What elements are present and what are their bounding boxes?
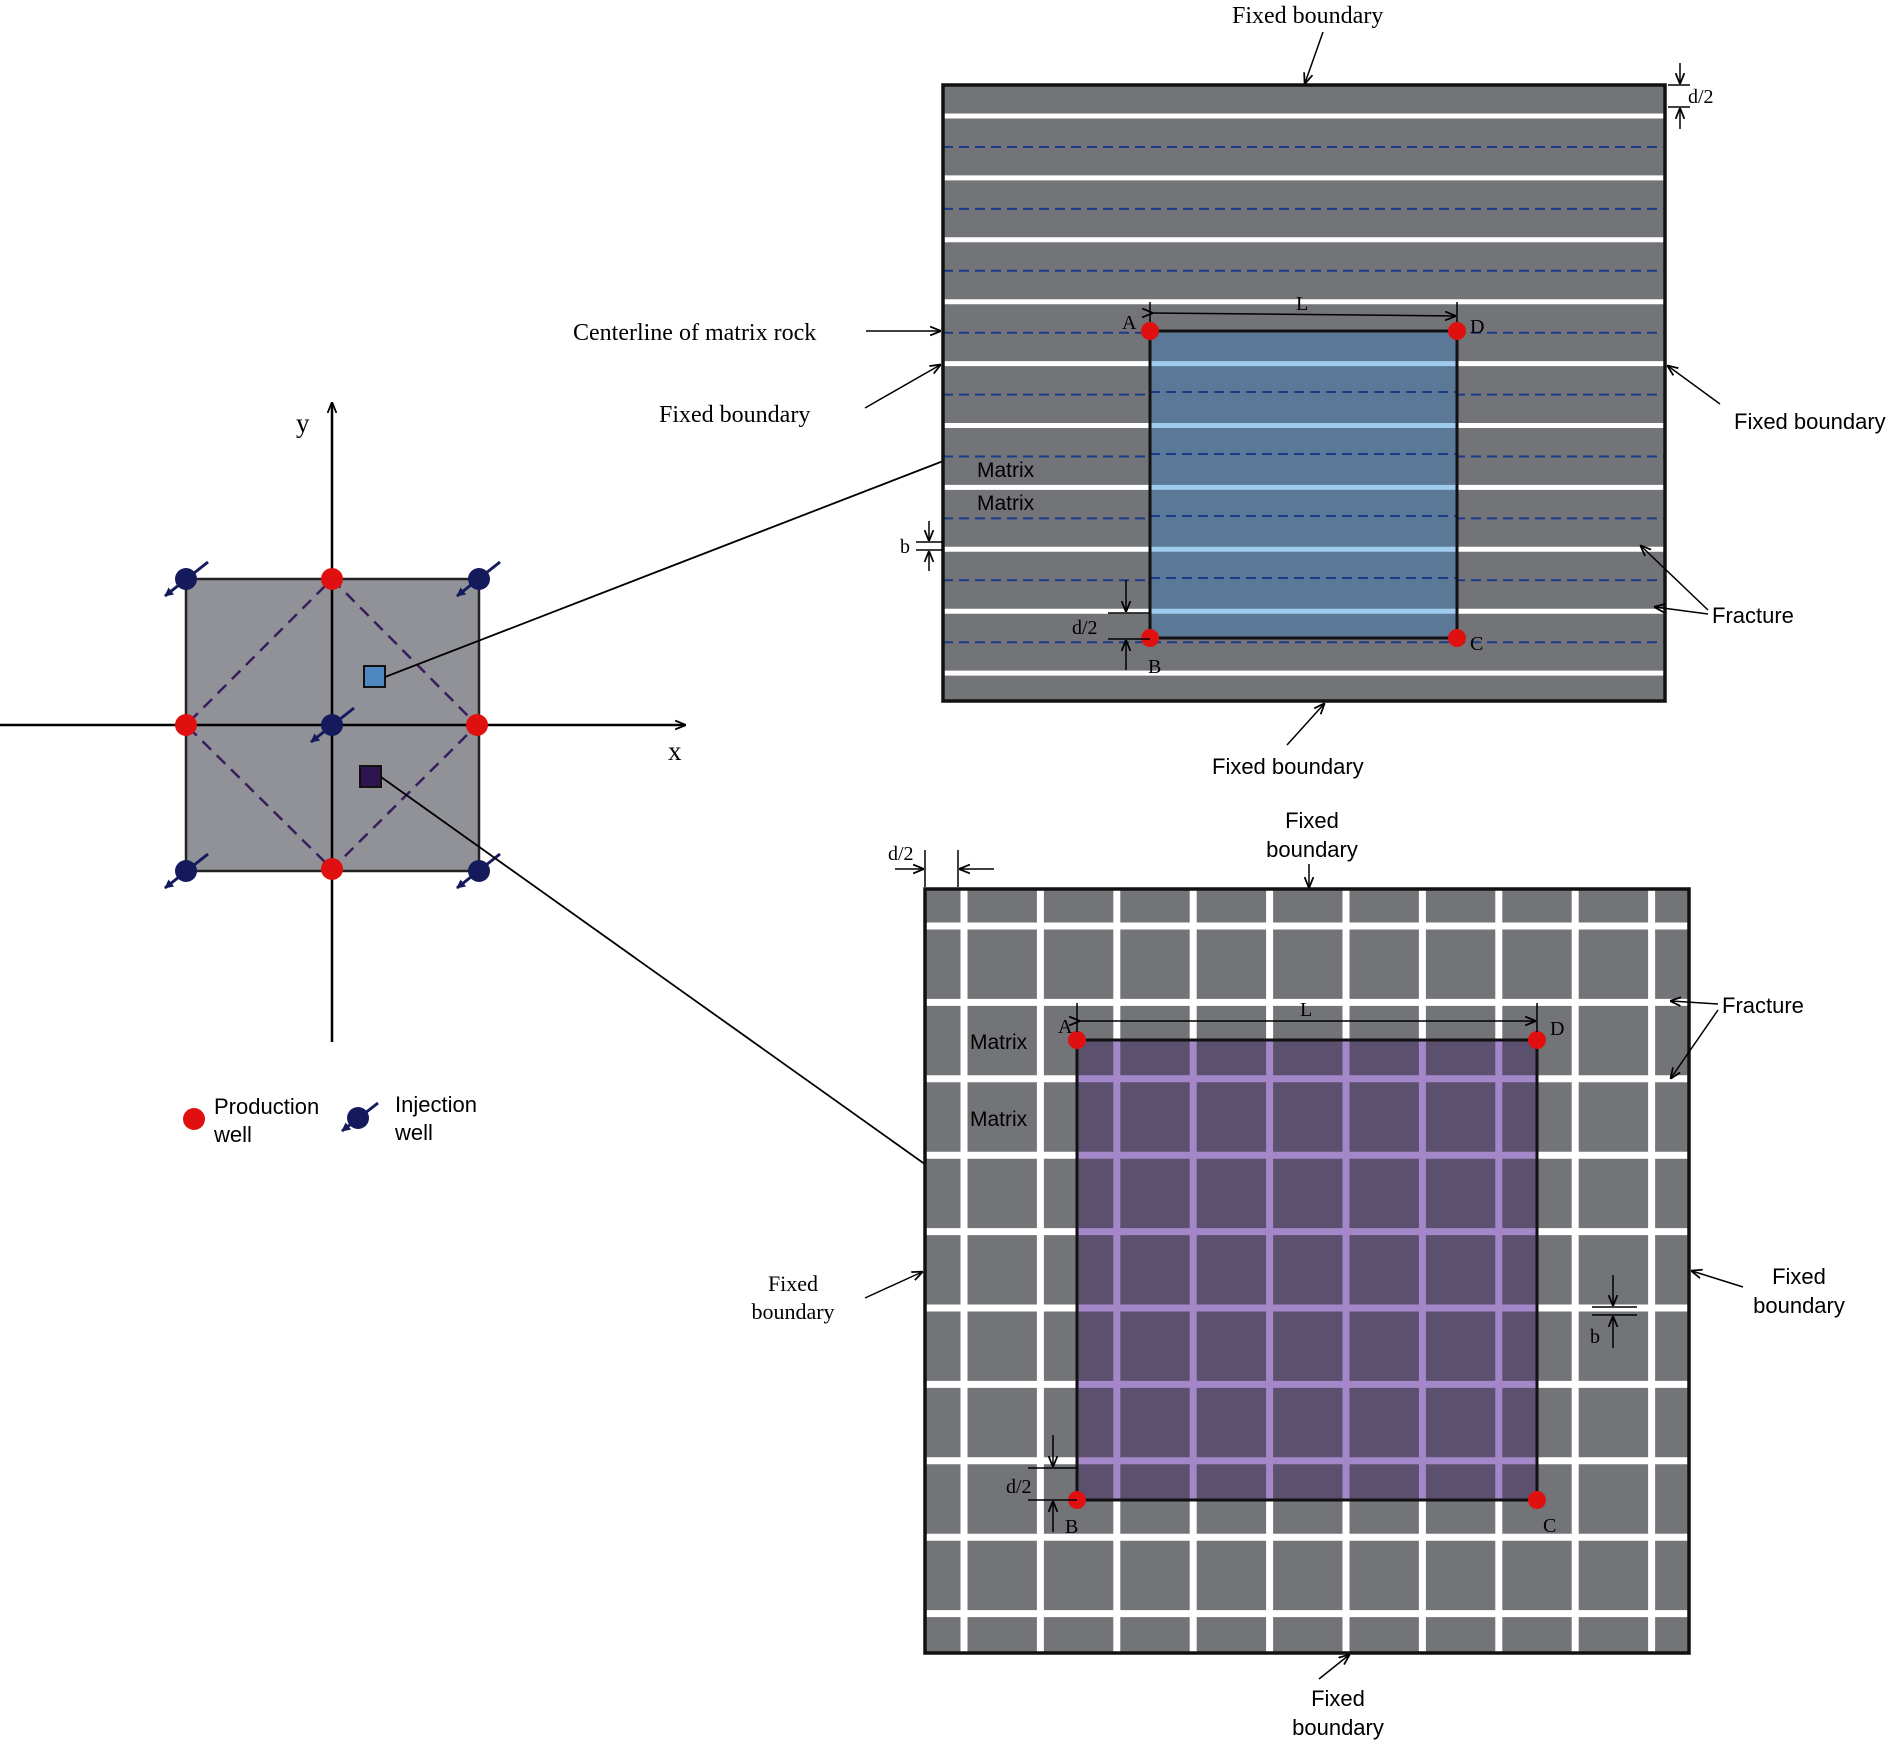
element-marker-orthogonal (359, 765, 382, 788)
injection-well-icon (456, 852, 501, 890)
fixed-boundary-left-arrow (864, 1272, 922, 1299)
fixed-boundary-left-label: Fixed (768, 1271, 818, 1296)
corner-label-b: B (1148, 656, 1161, 678)
fixed-boundary-right-label: boundary (1753, 1293, 1845, 1318)
matrix-label: Matrix (970, 1108, 1028, 1131)
dim-label-d2-top: d/2 (888, 843, 914, 865)
fixed-boundary-left-label: boundary (751, 1299, 834, 1324)
corner-label-a: A (1122, 312, 1137, 334)
production-well-icon (321, 858, 343, 880)
fixed-boundary-bottom-label: Fixed boundary (1212, 754, 1364, 779)
length-dimension-line (1152, 313, 1455, 316)
injection-well-icon (164, 852, 209, 890)
fixed-boundary-bottom-label: Fixed (1311, 1686, 1365, 1711)
fixed-boundary-right-label: Fixed (1772, 1264, 1826, 1289)
injection-well-icon (347, 1107, 369, 1129)
fixed-boundary-left-label: Fixed boundary (659, 402, 810, 428)
legend-production-line2: well (213, 1122, 252, 1147)
corner-point-d (1528, 1031, 1546, 1049)
parallel-fracture-panel: A D B C L d/2 d/2 b Fixed boundary Cente… (573, 3, 1886, 779)
production-well-icon (183, 1108, 205, 1130)
unit-cell-fracture-grid (1077, 1040, 1537, 1500)
production-well-icon (321, 568, 343, 590)
fixed-boundary-left-arrow (864, 365, 940, 409)
fixed-boundary-right-label: Fixed boundary (1734, 409, 1886, 434)
x-axis-label: x (668, 736, 682, 766)
y-axis-label: y (296, 408, 310, 438)
corner-label-d: D (1550, 1018, 1564, 1040)
fixed-boundary-bottom-arrow (1286, 704, 1324, 746)
corner-point-d (1448, 322, 1466, 340)
production-well-icon (466, 714, 488, 736)
orthogonal-fracture-panel: A D B C L d/2 d/2 b Fixed boundary Fixed… (751, 808, 1844, 1740)
unit-cell-outline (1148, 329, 1459, 640)
dim-label-b: b (900, 536, 910, 558)
fixed-boundary-top-label: Fixed (1285, 808, 1339, 833)
unit-cell-region (1150, 331, 1457, 638)
unit-cell-fractures (1150, 361, 1457, 614)
fracture-arrow (1655, 607, 1709, 615)
production-well-icon (175, 714, 197, 736)
fixed-boundary-right-arrow (1692, 1271, 1744, 1288)
matrix-label: Matrix (970, 1031, 1028, 1054)
corner-point-a (1141, 322, 1159, 340)
fixed-boundary-right-arrow (1668, 366, 1721, 405)
fixed-boundary-top-arrow (1305, 31, 1324, 83)
dim-label-d2-inner: d/2 (1072, 617, 1098, 639)
production-wells (175, 568, 488, 880)
injection-well-icon (310, 706, 355, 744)
fracture-label: Fracture (1712, 603, 1794, 628)
legend-production-line1: Production (214, 1094, 319, 1119)
fixed-boundary-bottom-label: boundary (1292, 1715, 1384, 1740)
legend-injection-line1: Injection (395, 1092, 477, 1117)
injection-well-icon (164, 560, 209, 598)
legend-injection-line2: well (394, 1120, 433, 1145)
fixed-boundary-top-label: Fixed boundary (1232, 3, 1383, 29)
injection-well-icon (456, 560, 501, 598)
fixed-boundary-top-label: boundary (1266, 837, 1358, 862)
unit-cell-region (1077, 1040, 1537, 1500)
corner-point-a (1068, 1031, 1086, 1049)
fracture-arrow (1671, 1009, 1719, 1078)
dim-label-l: L (1296, 293, 1308, 315)
corner-label-c: C (1470, 633, 1483, 655)
corner-label-a: A (1058, 1016, 1073, 1038)
centerline-label: Centerline of matrix rock (573, 320, 816, 346)
matrix-label: Matrix (977, 492, 1035, 515)
fracture-label: Fracture (1722, 993, 1804, 1018)
corner-point-c (1528, 1491, 1546, 1509)
dim-label-d2-top: d/2 (1688, 86, 1714, 108)
matrix-label: Matrix (977, 459, 1035, 482)
corner-label-b: B (1065, 1516, 1078, 1538)
unit-cell-outline (1075, 1038, 1539, 1502)
corner-point-c (1448, 629, 1466, 647)
element-marker-parallel (363, 665, 386, 688)
corner-label-d: D (1470, 316, 1484, 338)
fixed-boundary-bottom-arrow (1318, 1655, 1349, 1680)
legend: Production well Injection well (183, 1092, 477, 1147)
injection-wells (164, 560, 501, 890)
dim-label-l: L (1300, 999, 1312, 1021)
dim-label-d2-inner: d/2 (1006, 1476, 1032, 1498)
well-pattern-overview: x y (0, 381, 1150, 1271)
fracture-arrow (1671, 1001, 1719, 1004)
dim-label-b: b (1590, 1326, 1600, 1348)
fracture-arrow (1641, 546, 1709, 611)
corner-label-c: C (1543, 1515, 1556, 1537)
corner-point-b (1141, 629, 1159, 647)
